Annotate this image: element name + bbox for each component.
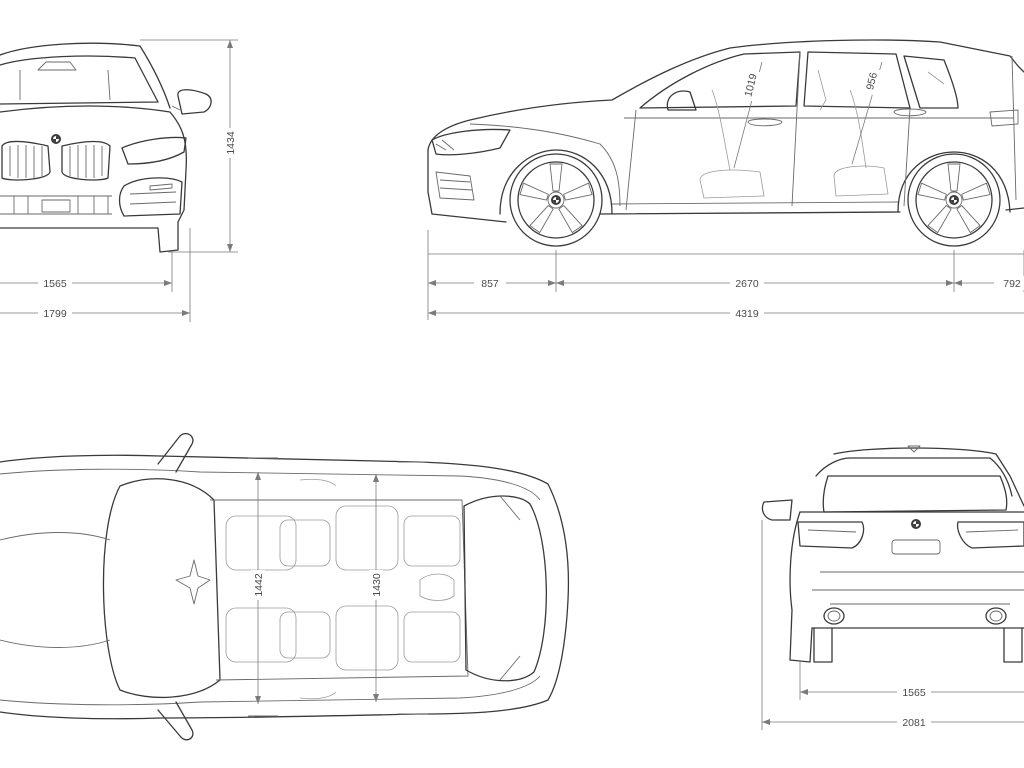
dim-wheelbase: 2670	[735, 278, 759, 290]
dim-rear-track: 1565	[902, 687, 926, 699]
dim-front-width: 1799	[43, 308, 67, 320]
dim-front-shoulder: 1442	[253, 573, 265, 597]
dim-overall-length: 4319	[735, 308, 759, 320]
dim-front-overhang: 857	[481, 278, 499, 290]
dim-width-mirrors: 2081	[902, 717, 926, 729]
dim-front-headroom: 1019	[742, 72, 759, 98]
dim-rear-headroom: 956	[864, 71, 880, 91]
side-view: 1019 956 857 2670 792 4319	[427, 39, 1024, 320]
rear-view: 1565 2081	[761, 445, 1024, 730]
dim-rear-shoulder: 1430	[371, 573, 383, 597]
dim-front-height: 1434	[225, 131, 237, 155]
front-view: 1434 1565 1799	[0, 39, 238, 322]
dim-front-track: 1565	[43, 278, 67, 290]
top-view: 1442 1430	[0, 432, 570, 741]
dim-rear-overhang: 792	[1003, 278, 1021, 290]
